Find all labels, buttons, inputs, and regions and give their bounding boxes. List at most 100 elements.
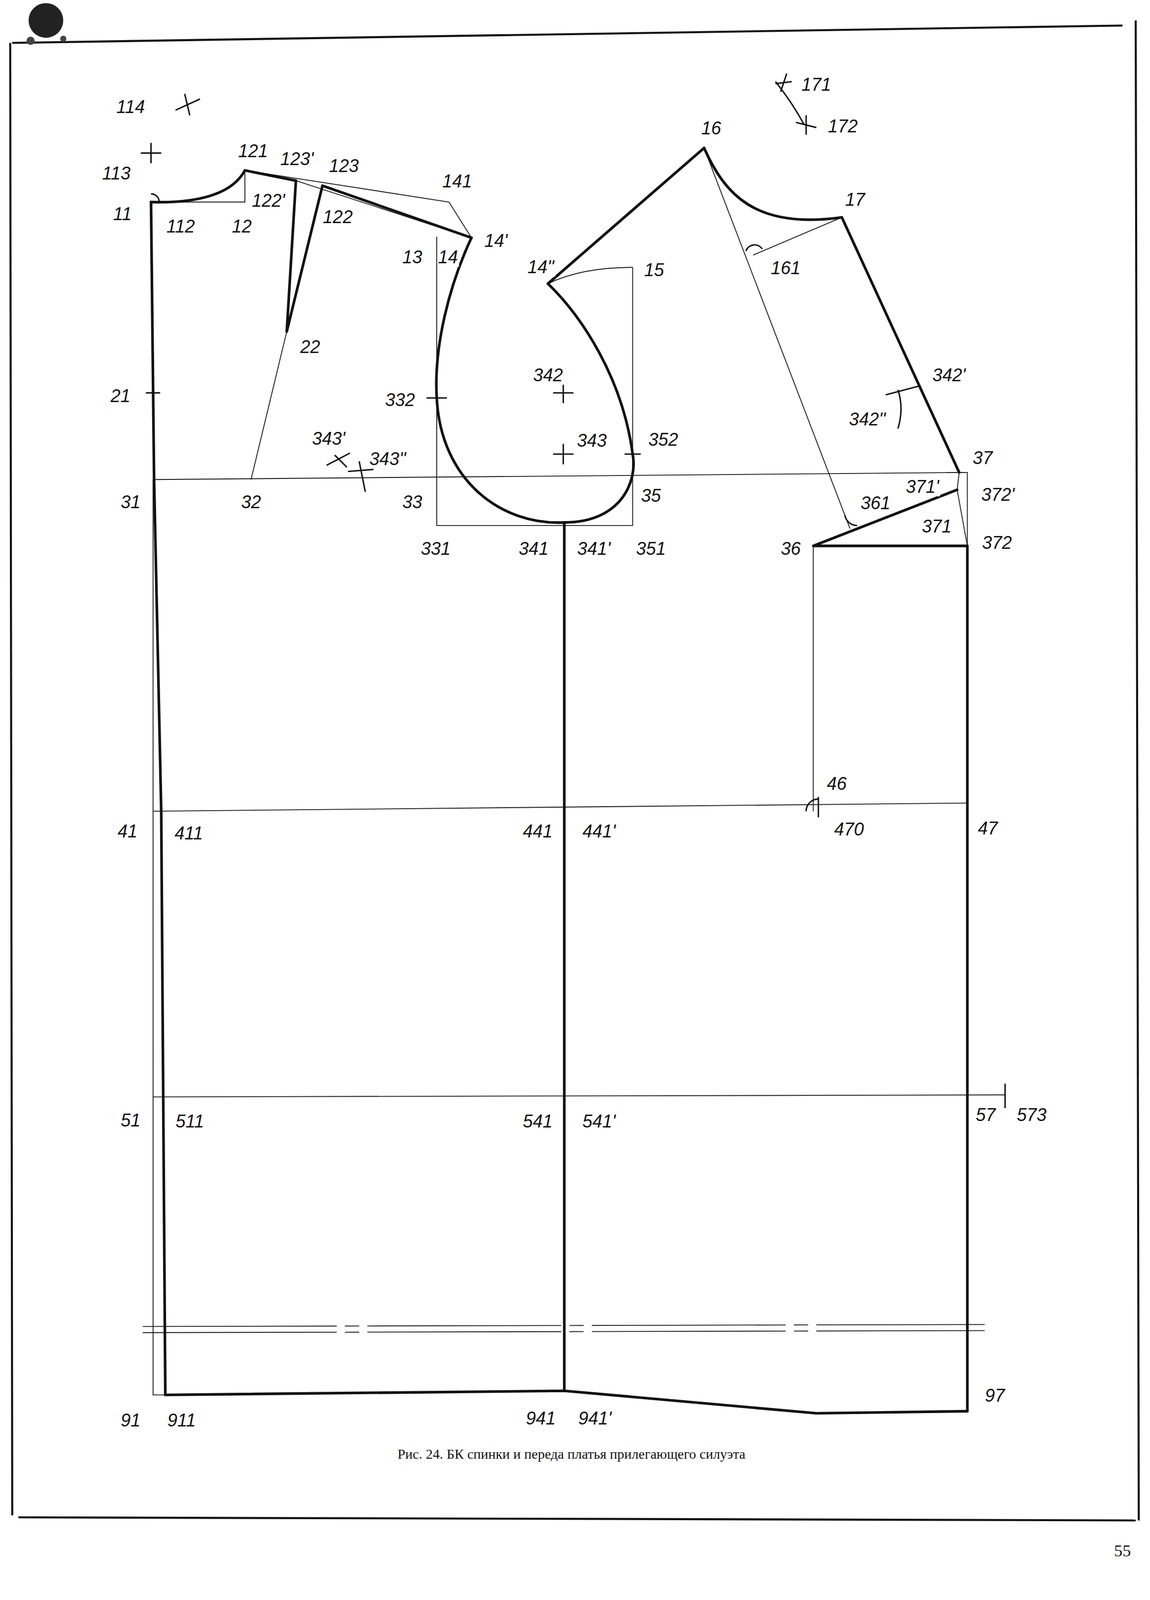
point-label: 12 <box>230 217 253 236</box>
page-number: 55 <box>1112 1541 1132 1560</box>
point-label: 114 <box>115 97 146 117</box>
point-label: 32 <box>239 492 262 512</box>
point-label: 122' <box>250 191 287 211</box>
point-label: 172 <box>826 116 859 136</box>
waist-line <box>153 803 968 811</box>
frame-line <box>12 25 1123 43</box>
point-label: 371 <box>920 517 953 536</box>
point-label: 33 <box>401 492 424 512</box>
angle-mark <box>844 515 858 526</box>
bust-dart <box>813 489 968 546</box>
tick-mark <box>145 392 161 394</box>
point-label: 341 <box>517 539 550 559</box>
cross-mark <box>175 93 200 115</box>
point-label: 171 <box>800 75 833 95</box>
ink-blot <box>28 2 64 38</box>
construction-line <box>703 147 850 529</box>
point-label: 342'' <box>848 409 887 429</box>
construction-line <box>957 472 968 546</box>
point-label: 14 <box>437 247 460 267</box>
tick-mark <box>624 453 641 455</box>
point-label: 161 <box>769 258 802 278</box>
point-label: 371' <box>904 477 940 497</box>
point-label: 11 <box>112 204 133 224</box>
hem-line <box>165 1390 968 1413</box>
point-label: 331 <box>419 539 452 559</box>
point-label: 91 <box>119 1410 142 1430</box>
front-edge <box>841 217 960 473</box>
construction-line <box>436 236 633 525</box>
point-label: 22 <box>299 337 322 357</box>
point-label: 112 <box>165 217 196 236</box>
point-label: 21 <box>109 386 132 406</box>
point-label: 51 <box>119 1110 142 1130</box>
point-label: 17 <box>844 190 866 210</box>
point-label: 573 <box>1015 1105 1048 1125</box>
point-label: 35 <box>639 486 662 506</box>
point-label: 123' <box>279 149 315 169</box>
point-label: 372 <box>980 533 1013 553</box>
point-label: 941 <box>524 1408 557 1428</box>
point-label: 511 <box>174 1111 205 1131</box>
tick-mark <box>1004 1083 1006 1108</box>
point-label: 37 <box>971 448 994 468</box>
side-seam <box>563 522 566 1391</box>
point-label: 113 <box>101 164 132 183</box>
point-label: 441' <box>581 821 617 841</box>
point-label: 411 <box>173 823 204 843</box>
chest-line <box>153 472 966 480</box>
point-label: 352 <box>647 430 680 450</box>
point-label: 31 <box>119 492 142 512</box>
point-label: 46 <box>825 774 848 794</box>
cross-mark <box>553 443 574 464</box>
point-label: 13 <box>401 247 424 267</box>
point-label: 372' <box>980 485 1016 505</box>
back-shoulder <box>244 170 296 181</box>
construction-line <box>151 170 245 203</box>
construction-line <box>812 545 814 811</box>
construction-line <box>752 217 842 255</box>
point-label: 47 <box>977 818 999 838</box>
point-label: 121 <box>236 141 269 161</box>
angle-mark <box>151 193 160 202</box>
arc-mark <box>885 385 921 429</box>
point-label: 14' <box>483 231 509 251</box>
construction-line <box>244 170 472 238</box>
point-label: 123 <box>328 156 360 176</box>
point-label: 441 <box>521 821 554 841</box>
hip-line <box>153 1094 1006 1097</box>
point-label: 470 <box>833 819 865 839</box>
point-label: 541' <box>581 1111 617 1131</box>
point-label: 343 <box>575 431 608 451</box>
cross-mark <box>775 73 793 92</box>
arc-mark <box>775 81 805 125</box>
figure-caption: Рис. 24. БК спинки и переда платья приле… <box>396 1446 748 1462</box>
cross-mark <box>326 453 350 468</box>
point-label: 343' <box>310 429 346 449</box>
point-label: 351 <box>634 539 667 559</box>
point-label: 342' <box>931 365 967 385</box>
point-label: 36 <box>779 539 802 559</box>
point-label: 57 <box>975 1105 997 1125</box>
point-label: 141 <box>441 172 473 191</box>
point-label: 343'' <box>368 449 407 469</box>
back-center-line <box>151 201 166 1395</box>
back-armhole <box>436 237 565 523</box>
frame-line <box>10 42 13 1515</box>
tick-mark <box>426 397 447 399</box>
back-neckline <box>151 170 245 203</box>
point-label: 911 <box>166 1410 197 1430</box>
front-neckline <box>703 147 842 220</box>
ink-blot <box>26 36 35 45</box>
angle-mark <box>805 796 819 817</box>
point-label: 941' <box>577 1408 613 1428</box>
ink-blot <box>59 35 66 42</box>
point-label: 16 <box>700 118 723 138</box>
front-armhole <box>547 283 634 523</box>
point-label: 122 <box>321 207 354 227</box>
point-label: 14'' <box>526 257 556 277</box>
point-label: 41 <box>116 821 139 841</box>
cross-mark <box>140 142 162 164</box>
